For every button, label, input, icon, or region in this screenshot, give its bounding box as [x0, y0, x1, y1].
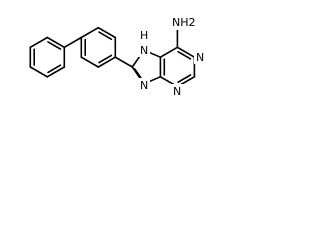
atom-labels: NH2 H N N N N	[138, 14, 207, 98]
n3-label: N	[173, 85, 181, 98]
n7-nitrogen-label: N	[140, 44, 148, 57]
pyrimidine-ring	[159, 46, 196, 88]
phenyl-ring-middle	[80, 26, 117, 68]
n7-hydrogen-label: H	[140, 29, 148, 42]
chemical-structure: NH2 H N N N N	[29, 14, 207, 98]
phenyl-ring-left	[29, 36, 66, 78]
amino-label: NH2	[172, 16, 196, 29]
n1-label: N	[196, 51, 204, 64]
n9-label: N	[140, 79, 148, 92]
aryl-purine-bond	[114, 56, 134, 68]
biphenyl-bond	[63, 36, 83, 49]
